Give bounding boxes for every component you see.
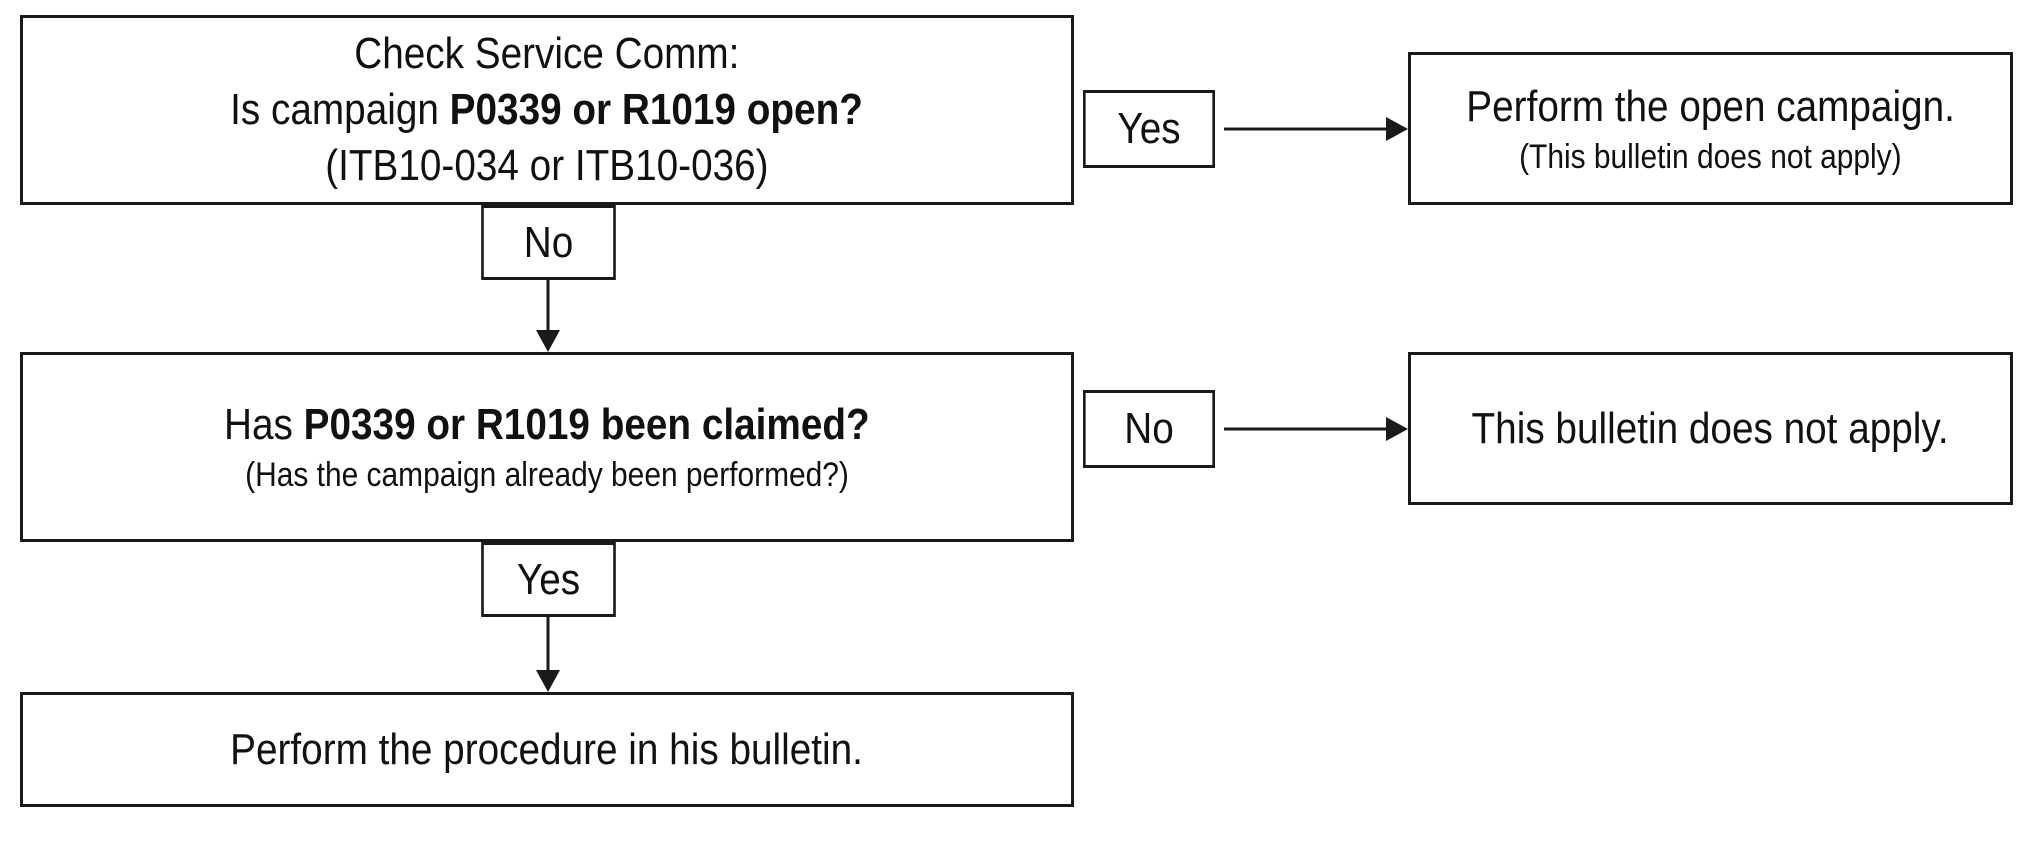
perform-procedure-text: Perform the procedure in his bulletin. [230,724,864,774]
outcome-does-not-apply: This bulletin does not apply. [1408,352,2013,505]
campaign-claimed-question-bold: P0339 or R1019 been claimed? [303,400,870,449]
outcome-perform-procedure: Perform the procedure in his bulletin. [20,692,1074,807]
campaign-open-question: Is campaign P0339 or R1019 open? [231,82,864,138]
campaign-claimed-question-prefix: Has [224,400,304,449]
bulletin-not-apply-note: (This bulletin does not apply) [1519,137,1902,176]
arrowhead-does-not-apply [1386,417,1408,441]
edge-label-open-yes: Yes [1083,90,1215,168]
edge-label-claimed-yes: Yes [481,542,616,617]
perform-open-campaign-text: Perform the open campaign. [1466,81,1955,131]
already-performed-note: (Has the campaign already been performed… [245,456,849,494]
does-not-apply-text: This bulletin does not apply. [1471,403,1950,453]
campaign-claimed-question: Has P0339 or R1019 been claimed? [224,397,870,453]
campaign-open-question-bold: P0339 or R1019 open? [450,85,864,134]
itb-reference-text: (ITB10-034 or ITB10-036) [325,141,769,190]
outcome-perform-open-campaign: Perform the open campaign. (This bulleti… [1408,52,2013,205]
edge-label-claimed-no: No [1083,390,1215,468]
decision-campaign-open: Check Service Comm: Is campaign P0339 or… [20,15,1074,205]
arrowhead-open-campaign [1386,117,1408,141]
check-service-comm-text: Check Service Comm: [354,29,740,78]
arrowhead-procedure [536,670,560,692]
edge-label-open-no: No [481,205,616,280]
decision-campaign-claimed: Has P0339 or R1019 been claimed? (Has th… [20,352,1074,542]
arrowhead-claimed [536,330,560,352]
campaign-open-question-prefix: Is campaign [230,85,451,134]
